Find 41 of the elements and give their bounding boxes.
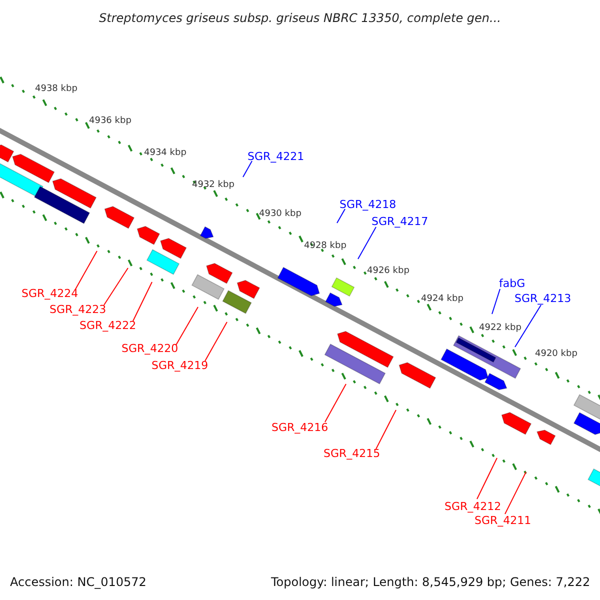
gene-label: SGR_4222: [80, 320, 136, 330]
scale-label: 4922 kbp: [479, 324, 522, 332]
gene-label: SGR_4221: [248, 150, 304, 162]
leader-line: [492, 288, 500, 314]
leader-line: [376, 410, 396, 450]
gene-label: SGR_4215: [324, 448, 380, 458]
gene-label: fabG: [499, 278, 526, 288]
genome-info-text: Topology: linear; Length: 8,545,929 bp; Genes: 7,222: [271, 576, 590, 588]
leader-line: [324, 384, 346, 422]
gene-label: SGR_4220: [122, 342, 178, 354]
scale-label: 4938 kbp: [35, 84, 78, 94]
scale-label: 4936 kbp: [89, 116, 132, 126]
gene-label: SGR_4223: [50, 304, 106, 314]
scale-label: 4920 kbp: [535, 350, 578, 358]
leader-line: [104, 268, 128, 306]
leader-line: [336, 208, 346, 224]
gene-label: SGR_4217: [372, 216, 428, 226]
scale-label: 4928 kbp: [304, 242, 346, 250]
scale-label: 4932 kbp: [192, 180, 234, 190]
accession-text: Accession: NC_010572: [10, 576, 146, 588]
gene-label: SGR_4218: [340, 198, 396, 210]
scale-label: 4924 kbp: [421, 294, 464, 304]
leader-line: [204, 322, 228, 362]
leader-line: [476, 458, 498, 500]
leader-line: [176, 306, 198, 346]
scale-label: 4926 kbp: [367, 266, 410, 276]
leader-line: [514, 304, 542, 348]
leader-line: [74, 250, 98, 290]
gene-label: SGR_4211: [474, 514, 532, 526]
gene-label: SGR_4224: [22, 288, 78, 298]
title: Streptomyces griseus subsp. griseus NBRC 13350, complete gen...: [99, 12, 501, 24]
scale-label: 4934 kbp: [144, 148, 186, 158]
gene-label: SGR_4213: [514, 292, 572, 304]
gene-label: SGR_4216: [272, 422, 328, 432]
gene-label: SGR_4219: [152, 360, 208, 370]
scale-label: 4930 kbp: [259, 210, 302, 218]
leader-line: [242, 160, 252, 178]
gene-label: SGR_4212: [444, 500, 502, 512]
leader-line: [132, 282, 152, 322]
leader-line: [504, 472, 526, 514]
leader-line: [358, 226, 376, 260]
